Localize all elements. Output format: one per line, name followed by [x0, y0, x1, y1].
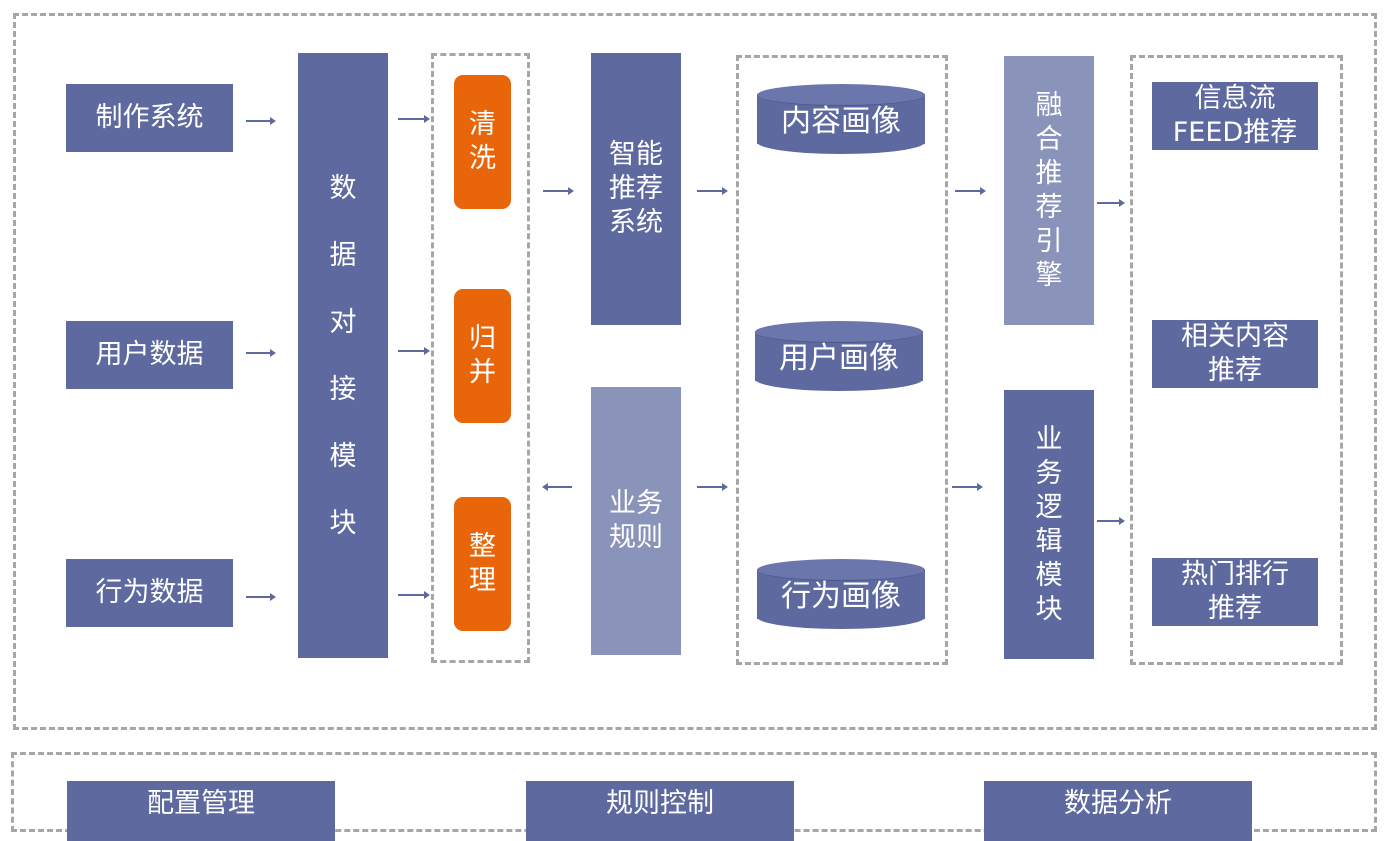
processing-group [431, 53, 530, 663]
profiles-group [736, 55, 948, 665]
arrow-processing-to-smart [543, 187, 574, 195]
output-feed-recommendation: 信息流 FEED推荐 [1152, 82, 1318, 150]
arrow-module-to-organize [398, 591, 430, 599]
content-profile-label: 内容画像 [781, 104, 901, 139]
arrow-module-to-merge [398, 347, 430, 355]
tool-data-analysis: 数据分析 [984, 781, 1252, 841]
tool-rule-control: 规则控制 [526, 781, 794, 841]
smart-recommendation-system: 智能 推荐 系统 [591, 53, 681, 325]
user-profile-label: 用户画像 [779, 341, 899, 376]
process-clean: 清 洗 [454, 75, 511, 209]
arrow-rules-to-processing [542, 483, 572, 491]
arrow-rules-to-profiles [697, 483, 728, 491]
business-logic-module: 业 务 逻 辑 模 块 [1004, 390, 1094, 659]
arrow-module-to-clean [398, 115, 430, 123]
behavior-profile-db: 行为画像 [757, 559, 925, 629]
arrow-profiles-to-fusion [955, 187, 986, 195]
main-frame [13, 13, 1377, 730]
arrow-source2-to-module [246, 349, 276, 357]
content-profile-db: 内容画像 [757, 84, 925, 154]
arrow-source3-to-module [246, 593, 276, 601]
arrow-logic-to-outputs [1097, 517, 1125, 525]
process-organize: 整 理 [454, 497, 511, 631]
behavior-profile-label: 行为画像 [781, 579, 901, 614]
arrow-profiles-to-logic [952, 483, 983, 491]
output-hot-ranking: 热门排行 推荐 [1152, 558, 1318, 626]
output-related-content: 相关内容 推荐 [1152, 320, 1318, 388]
outputs-group [1130, 55, 1343, 665]
process-merge: 归 并 [454, 289, 511, 423]
arrow-source1-to-module [246, 117, 276, 125]
fusion-recommendation-engine: 融 合 推 荐 引 擎 [1004, 56, 1094, 325]
source-behavior-data: 行为数据 [66, 559, 233, 627]
source-production-system: 制作系统 [66, 84, 233, 152]
user-profile-db: 用户画像 [755, 321, 923, 391]
arrow-smart-to-profiles [697, 187, 728, 195]
tool-config-management: 配置管理 [67, 781, 335, 841]
source-user-data: 用户数据 [66, 321, 233, 389]
business-rules: 业务 规则 [591, 387, 681, 655]
data-docking-module: 数 据 对 接 模 块 [298, 53, 388, 658]
arrow-fusion-to-outputs [1097, 199, 1125, 207]
